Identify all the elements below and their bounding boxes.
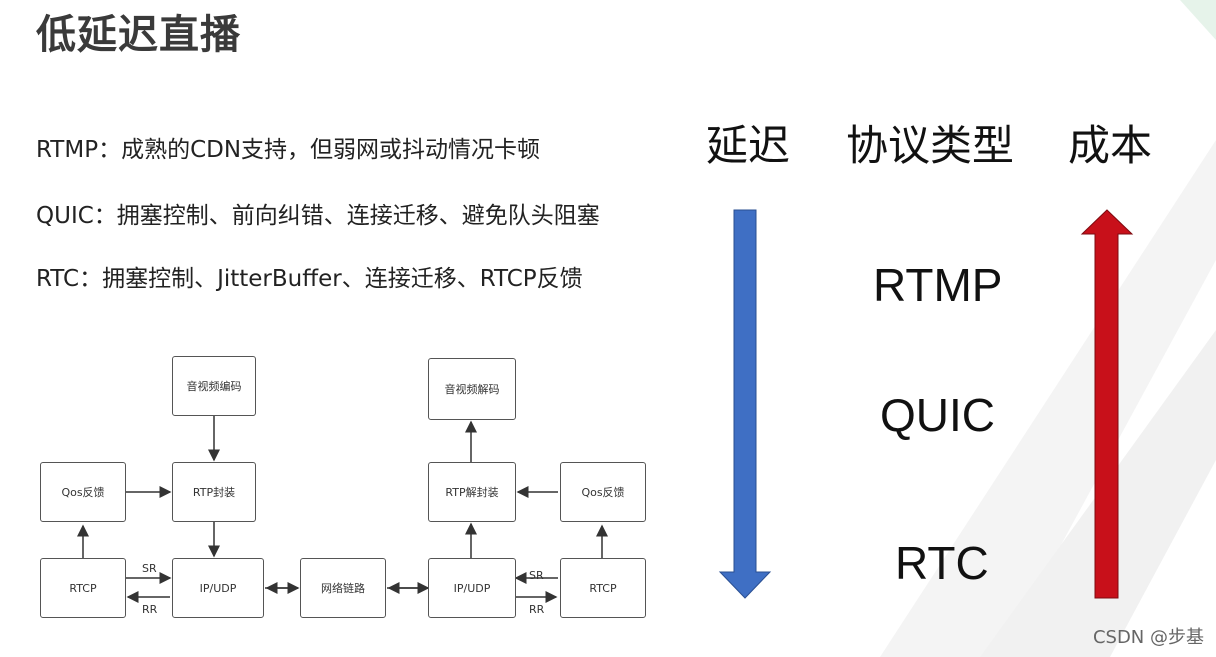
protocol-rtmp: RTMP (873, 259, 1003, 311)
protocol-rtc: RTC (895, 537, 989, 589)
box-sender-rtcp: RTCP (40, 558, 126, 618)
box-sender-ip-udp: IP/UDP (172, 558, 264, 618)
box-receiver-rtcp: RTCP (560, 558, 646, 618)
column-cost: 成本 (1068, 121, 1153, 170)
box-av-encode: 音视频编码 (172, 356, 256, 416)
label-sr-receiver: SR (529, 569, 544, 582)
slide-title: 低延迟直播 (36, 12, 241, 58)
box-network-link: 网络链路 (300, 558, 386, 618)
csdn-watermark: CSDN @步基 (1092, 627, 1204, 648)
label-sr-sender: SR (142, 562, 157, 575)
bullet-quic: QUIC：拥塞控制、前向纠错、连接迁移、避免队头阻塞 (36, 203, 600, 229)
box-receiver-ip-udp: IP/UDP (428, 558, 516, 618)
label-rr-sender: RR (142, 603, 158, 616)
bullet-rtc: RTC：拥塞控制、JitterBuffer、连接迁移、RTCP反馈 (36, 266, 583, 292)
column-latency: 延迟 (706, 121, 791, 170)
box-sender-qos-feedback: Qos反馈 (40, 462, 126, 522)
column-protocol-type: 协议类型 (846, 121, 1015, 170)
box-receiver-qos-feedback: Qos反馈 (560, 462, 646, 522)
box-rtp-unpack: RTP解封装 (428, 462, 516, 522)
box-av-decode: 音视频解码 (428, 358, 516, 420)
box-rtp-pack: RTP封装 (172, 462, 256, 522)
bullet-rtmp: RTMP：成熟的CDN支持，但弱网或抖动情况卡顿 (36, 137, 541, 163)
label-rr-receiver: RR (529, 603, 545, 616)
protocol-quic: QUIC (880, 389, 995, 441)
